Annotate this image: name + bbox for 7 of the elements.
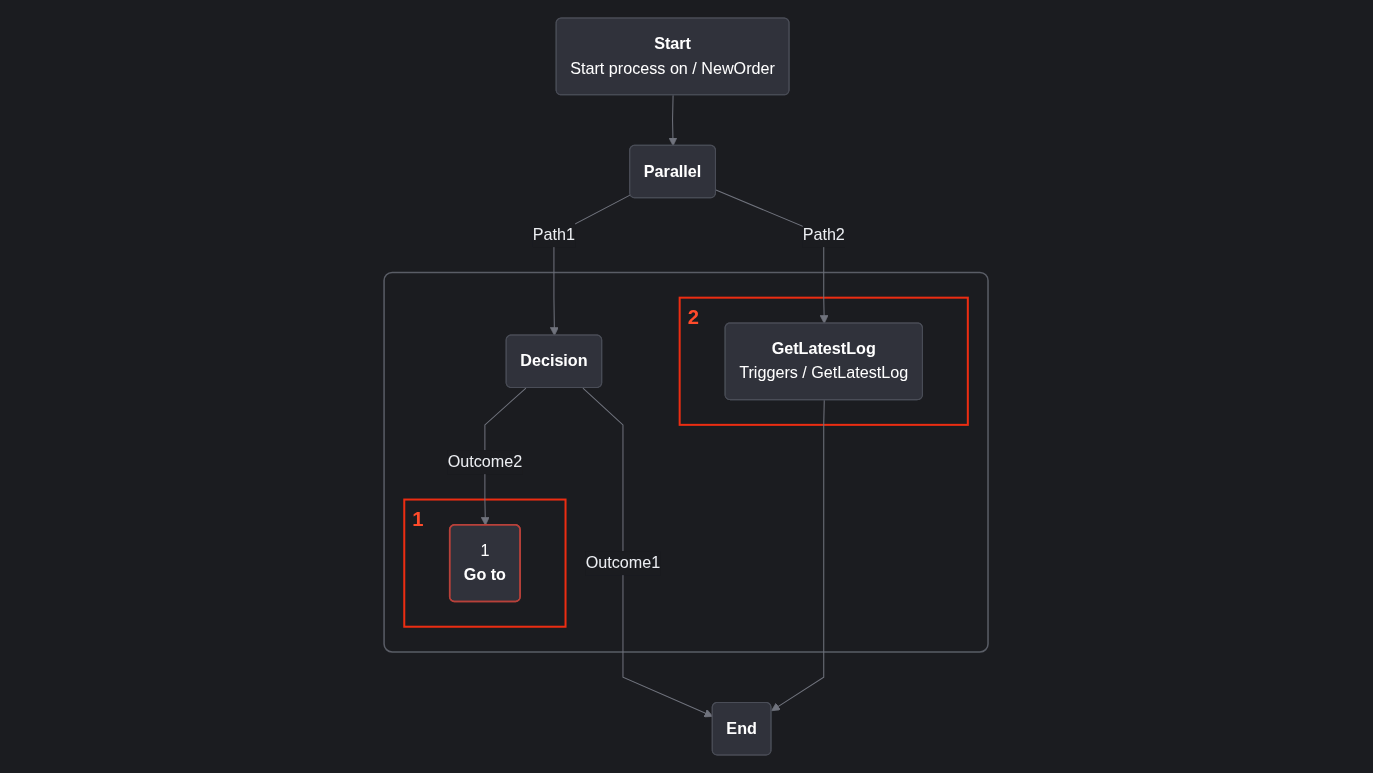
edge-label: Outcome1 (586, 554, 661, 572)
cluster (383, 271, 990, 653)
edge-label: Outcome2 (448, 453, 523, 471)
edge-label: Path1 (533, 226, 576, 244)
edge-label: Path2 (803, 226, 846, 244)
arrow (771, 399, 826, 712)
arrow (668, 94, 678, 147)
